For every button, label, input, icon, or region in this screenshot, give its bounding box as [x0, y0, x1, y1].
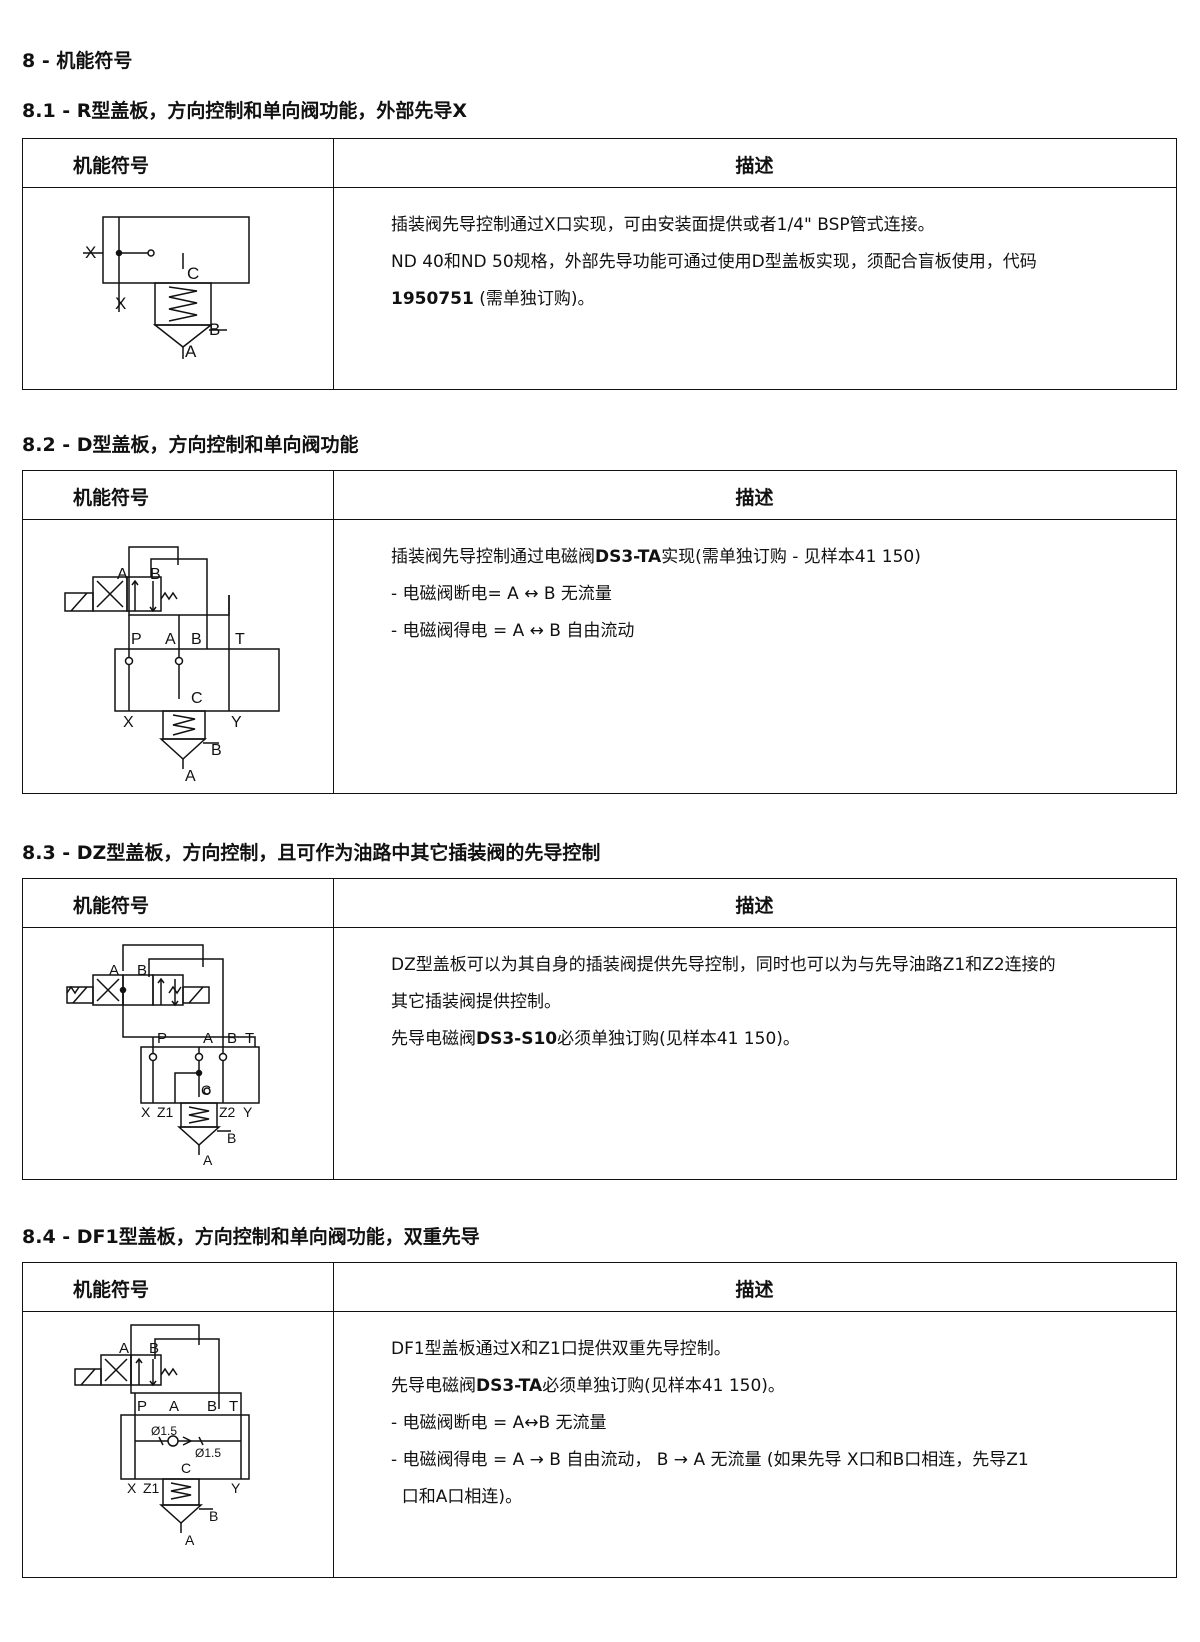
label-b: B — [227, 1030, 237, 1047]
label-x: X — [127, 1480, 137, 1496]
section-title-8-2: 8.2 - D型盖板，方向控制和单向阀功能 — [22, 434, 359, 456]
label-y: Y — [231, 1480, 241, 1496]
header-symbol: 机能符号 — [73, 895, 150, 917]
header-symbol: 机能符号 — [73, 1279, 150, 1301]
symbol-diagram-8-3: A B P A B T C X Z1 Z2 Y B A — [66, 944, 260, 1168]
desc-line: 其它插装阀提供控制。 — [391, 992, 561, 1012]
table-8-4: 机能符号 描述 — [22, 1262, 1177, 1578]
table-header — [23, 139, 1176, 188]
label-port-b: B — [209, 1508, 218, 1524]
label-y: Y — [231, 714, 242, 731]
label-x: X — [85, 243, 96, 262]
label-z2: Z2 — [219, 1104, 236, 1120]
label-y: Y — [243, 1104, 253, 1120]
label-t: T — [229, 1398, 238, 1415]
section-title-8-3: 8.3 - DZ型盖板，方向控制，且可作为油路中其它插装阀的先导控制 — [22, 842, 601, 864]
label-port-a: A — [203, 1152, 213, 1168]
label-port-b: B — [227, 1130, 236, 1146]
symbol-cell: A B P A B T C X Z1 Z2 Y B A — [23, 927, 333, 1179]
desc-line: 1950751 (需单独订购)。 — [391, 289, 595, 309]
label-port-a: A — [185, 1532, 195, 1548]
desc-line: 插装阀先导控制通过X口实现，可由安装面提供或者1/4" BSP管式连接。 — [391, 215, 935, 235]
label-b: B — [207, 1398, 217, 1415]
symbol-diagram-8-2: A B P A B T C X Y B A — [64, 546, 280, 785]
label-p: P — [157, 1030, 167, 1047]
description-8-3: DZ型盖板可以为其自身的插装阀提供先导控制，同时也可以为与先导油路Z1和Z2连接… — [391, 947, 1156, 1058]
description-8-4: DF1型盖板通过X和Z1口提供双重先导控制。 先导电磁阀DS3-TA必须单独订购… — [391, 1331, 1156, 1516]
desc-line: DZ型盖板可以为其自身的插装阀提供先导控制，同时也可以为与先导油路Z1和Z2连接… — [391, 955, 1056, 975]
label-c: C — [187, 264, 199, 283]
desc-line: 口和A口相连)。 — [391, 1487, 523, 1507]
desc-line: DF1型盖板通过X和Z1口提供双重先导控制。 — [391, 1339, 731, 1359]
description-8-1: 插装阀先导控制通过X口实现，可由安装面提供或者1/4" BSP管式连接。 ND … — [391, 207, 1156, 318]
desc-line: 先导电磁阀DS3-TA必须单独订购(见样本41 150)。 — [391, 1376, 785, 1396]
label-c: C — [201, 1082, 211, 1098]
label-port-b: B — [211, 742, 222, 759]
label-c: C — [191, 690, 203, 707]
header-description: 描述 — [735, 895, 774, 917]
label-x: X — [141, 1104, 151, 1120]
desc-line: 插装阀先导控制通过电磁阀DS3-TA实现(需单独订购 - 见样本41 150) — [391, 547, 921, 567]
label-valve-a: A — [119, 1340, 129, 1357]
header-symbol: 机能符号 — [73, 155, 150, 177]
desc-line: 先导电磁阀DS3-S10必须单独订购(见样本41 150)。 — [391, 1029, 800, 1049]
page-heading: 8 - 机能符号 — [22, 50, 133, 72]
label-orifice-1: Ø1.5 — [151, 1424, 177, 1438]
label-valve-b: B — [149, 1340, 159, 1357]
label-z1: Z1 — [143, 1480, 160, 1496]
label-a: A — [169, 1398, 179, 1415]
desc-line: - 电磁阀断电 = A↔B 无流量 — [391, 1413, 607, 1433]
table-8-2: 机能符号 描述 — [22, 470, 1177, 794]
header-description: 描述 — [735, 155, 774, 177]
label-valve-a: A — [117, 566, 128, 583]
symbol-cell: A B P A B T C X Y B A — [23, 519, 333, 793]
label-a: A — [185, 342, 197, 361]
desc-line: - 电磁阀断电= A ↔ B 无流量 — [391, 584, 612, 604]
header-description: 描述 — [735, 487, 774, 509]
symbol-cell: X C X B A — [23, 187, 333, 389]
label-p: P — [137, 1398, 147, 1415]
desc-line: - 电磁阀得电 = A ↔ B 自由流动 — [391, 621, 635, 641]
label-z1: Z1 — [157, 1104, 174, 1120]
label-c: C — [181, 1460, 191, 1476]
header-description: 描述 — [735, 1279, 774, 1301]
label-x: X — [123, 714, 134, 731]
label-t: T — [235, 631, 245, 648]
label-t: T — [245, 1030, 254, 1047]
label-port-a: A — [185, 768, 196, 785]
label-a: A — [203, 1030, 213, 1047]
table-header — [23, 471, 1176, 520]
desc-line: ND 40和ND 50规格，外部先导功能可通过使用D型盖板实现，须配合盲板使用，… — [391, 252, 1037, 272]
table-header — [23, 1263, 1176, 1312]
label-b: B — [209, 320, 220, 339]
label-orifice-2: Ø1.5 — [195, 1446, 221, 1460]
symbol-diagram-8-1: X C X B A — [83, 216, 250, 361]
label-valve-b: B — [137, 962, 147, 979]
label-a: A — [165, 631, 176, 648]
label-valve-a: A — [109, 962, 119, 979]
section-title-8-4: 8.4 - DF1型盖板，方向控制和单向阀功能，双重先导 — [22, 1226, 480, 1248]
symbol-diagram-8-4: A B P A B T Ø1.5 Ø1.5 C X Z1 Y B A — [74, 1324, 250, 1548]
header-symbol: 机能符号 — [73, 487, 150, 509]
table-header — [23, 879, 1176, 928]
symbol-cell: A B P A B T Ø1.5 Ø1.5 C X Z1 Y B A — [23, 1311, 333, 1577]
label-x-port: X — [115, 294, 126, 313]
table-8-3: 机能符号 描述 — [22, 878, 1177, 1180]
desc-line: - 电磁阀得电 = A → B 自由流动， B → A 无流量 (如果先导 X口… — [391, 1450, 1029, 1470]
section-title-8-1: 8.1 - R型盖板，方向控制和单向阀功能，外部先导X — [22, 100, 468, 122]
label-p: P — [131, 631, 142, 648]
label-valve-b: B — [150, 566, 161, 583]
label-b: B — [191, 631, 202, 648]
table-8-1: 机能符号 描述 X C X B A 插装阀先导控制通过X口实现，可由安装面提供或… — [22, 138, 1177, 390]
description-8-2: 插装阀先导控制通过电磁阀DS3-TA实现(需单独订购 - 见样本41 150) … — [391, 539, 1156, 650]
